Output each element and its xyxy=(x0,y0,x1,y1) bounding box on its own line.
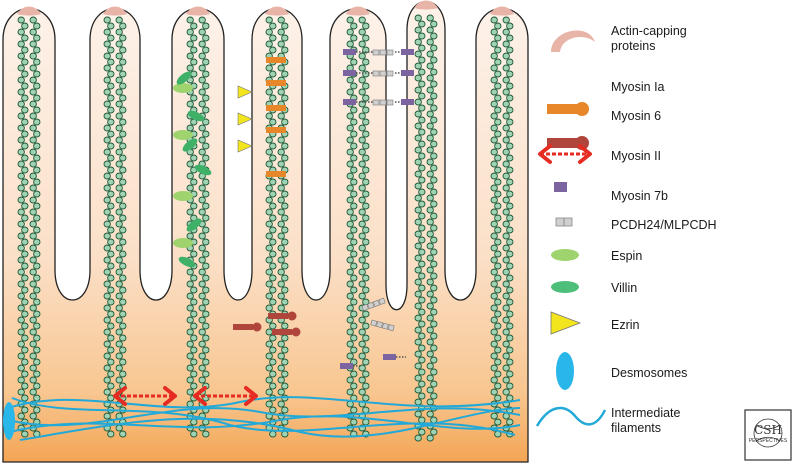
legend-myosin-1a: Myosin Ia xyxy=(611,80,665,94)
actin-cap xyxy=(265,6,289,16)
pcdh xyxy=(379,70,387,77)
legend-intermediate-line2: filaments xyxy=(611,421,662,435)
villin xyxy=(176,71,192,85)
actin-cap xyxy=(346,6,370,16)
espin-ellipse-icon xyxy=(551,249,579,261)
villin xyxy=(178,256,196,268)
legend-intermediate: Intermediate filaments xyxy=(611,406,680,436)
villin-ellipse-icon xyxy=(551,281,579,293)
actin-cap xyxy=(186,6,210,16)
pcdh xyxy=(379,99,387,106)
myosin-1a xyxy=(266,127,286,133)
myosin-7b xyxy=(343,99,356,105)
myosin-7b xyxy=(383,354,396,360)
crescent-cap-icon xyxy=(551,30,595,52)
pcdh-chain xyxy=(370,319,395,332)
espin xyxy=(173,238,193,248)
actin-cap xyxy=(103,6,127,16)
espin xyxy=(173,130,193,140)
desmosome xyxy=(3,402,15,440)
pcdh xyxy=(372,49,380,56)
myosin-7b xyxy=(340,363,353,369)
actin-cap xyxy=(17,6,41,16)
actin-bundle xyxy=(103,16,127,438)
myosin-7b xyxy=(401,70,414,76)
villin xyxy=(187,110,205,122)
myosin-2 xyxy=(193,386,258,406)
legend-myosin-6: Myosin 6 xyxy=(611,109,662,123)
pcdh xyxy=(372,70,380,77)
legend-actin-capping-line2: proteins xyxy=(611,39,656,53)
ezrin xyxy=(237,85,253,99)
csh-logo xyxy=(744,409,792,461)
myosin-2 xyxy=(538,144,592,164)
myosin-7b xyxy=(343,70,356,76)
actin-bundle xyxy=(490,16,514,438)
double-grey-box-icon xyxy=(555,217,573,227)
myosin-1a xyxy=(266,57,286,63)
actin-caps xyxy=(17,0,514,16)
legend-actin-capping-line1: Actin-capping xyxy=(611,24,687,38)
myosin-1a xyxy=(266,105,286,111)
triangle-icon xyxy=(550,311,582,335)
legend-icons xyxy=(535,30,607,427)
ezrin xyxy=(237,112,253,126)
bipolar-myosin-icon xyxy=(538,144,592,164)
intermediate-filaments xyxy=(7,396,521,441)
legend-desmosomes: Desmosomes xyxy=(611,366,688,380)
espin xyxy=(173,191,193,201)
myosin-6 xyxy=(268,313,288,319)
actin-cap xyxy=(414,0,438,10)
logo-text: CSH PERSPECTIVES xyxy=(746,424,790,445)
myosin-1a xyxy=(266,171,286,177)
actin-bundle xyxy=(346,16,370,438)
legend-pcdh: PCDH24/MLPCDH xyxy=(611,218,717,232)
logo-line2: PERSPECTIVES xyxy=(748,438,788,444)
myosin-2 xyxy=(113,386,177,406)
myosin-7b xyxy=(401,49,414,55)
ezrin xyxy=(237,139,253,153)
actin-bundle xyxy=(414,14,438,442)
myosin-7b xyxy=(343,49,356,55)
villin xyxy=(182,138,198,152)
myosin-6-head xyxy=(291,327,301,337)
myosin-6-head xyxy=(287,311,297,321)
legend-ezrin: Ezrin xyxy=(611,318,640,332)
legend-myosin-2: Myosin II xyxy=(611,149,662,163)
legend-intermediate-line1: Intermediate xyxy=(611,406,681,420)
myosin-7b xyxy=(401,99,414,105)
pcdh xyxy=(372,99,380,106)
legend-villin: Villin xyxy=(611,281,638,295)
pcdh xyxy=(386,70,394,77)
myosin-6-head xyxy=(252,322,262,332)
lollipop-orange-icon xyxy=(547,102,589,116)
actin-cap xyxy=(490,6,514,16)
proteins-layer xyxy=(113,49,414,406)
logo-line1: CSH xyxy=(754,423,782,437)
pcdh xyxy=(386,99,394,106)
villin xyxy=(186,218,202,232)
espin xyxy=(173,83,193,93)
legend-actin-capping: Actin-capping proteins xyxy=(611,24,687,54)
pcdh-chain xyxy=(361,297,386,312)
myosin-6 xyxy=(233,324,253,330)
myosin-6 xyxy=(272,329,292,335)
purple-square-icon xyxy=(554,182,567,192)
legend-espin: Espin xyxy=(611,249,643,263)
pcdh xyxy=(386,49,394,56)
legend-myosin-7b: Myosin 7b xyxy=(611,189,668,203)
blue-oval-icon xyxy=(556,352,574,390)
pcdh xyxy=(379,49,387,56)
cell-body xyxy=(2,1,529,463)
villin xyxy=(194,164,212,176)
myosin-1a xyxy=(266,80,286,86)
wavy-line-icon xyxy=(535,406,607,427)
